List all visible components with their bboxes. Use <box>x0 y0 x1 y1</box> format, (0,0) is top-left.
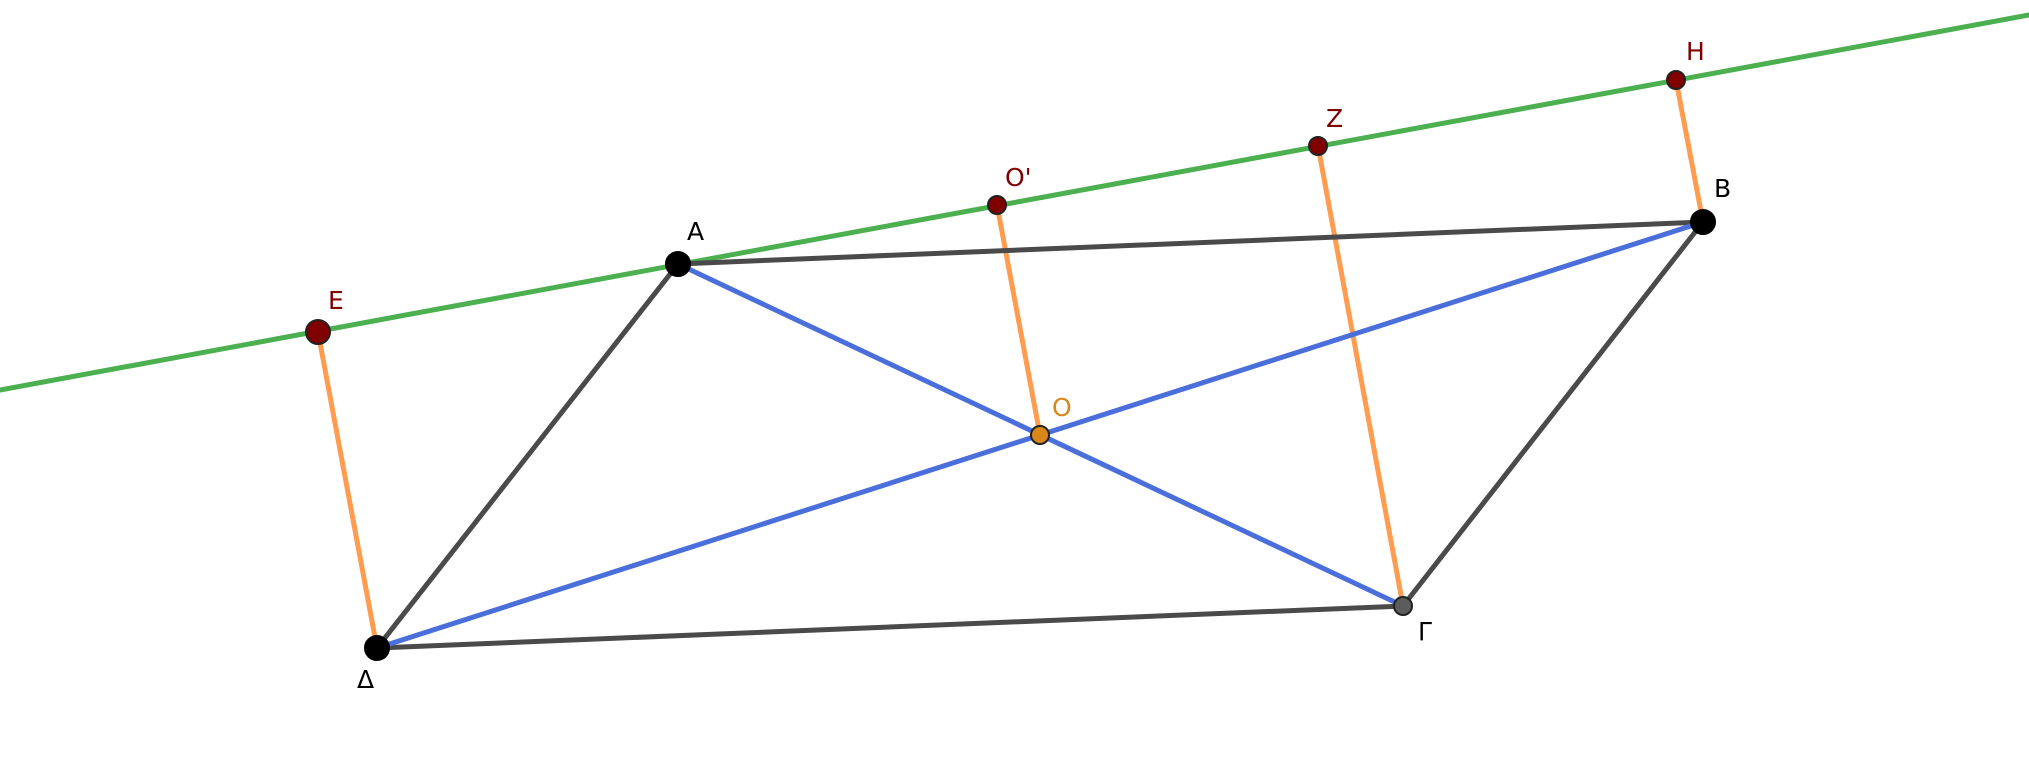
point-delta <box>364 635 390 661</box>
segment-gamma-z <box>1315 145 1406 607</box>
side-b-gamma <box>1401 220 1705 608</box>
label-e: E <box>328 286 344 315</box>
label-delta: Δ <box>357 665 374 694</box>
side-gamma-delta <box>376 603 1404 651</box>
point-gamma <box>1393 596 1413 616</box>
label-gamma: Γ <box>1418 617 1432 646</box>
point-b <box>1690 209 1716 235</box>
point-o <box>1030 425 1050 445</box>
side-a-b <box>677 219 1704 267</box>
label-h: H <box>1686 37 1705 66</box>
point-a <box>665 251 691 277</box>
point-e <box>305 319 331 345</box>
label-a: A <box>687 217 704 246</box>
segment-o-oprime <box>994 204 1043 436</box>
transversal-line <box>0 12 2029 393</box>
label-oprime: O' <box>1005 163 1032 192</box>
point-h <box>1666 70 1686 90</box>
point-oprime <box>987 195 1007 215</box>
label-z: Z <box>1326 104 1343 133</box>
label-b: B <box>1714 174 1731 203</box>
side-delta-a <box>375 262 680 650</box>
segment-delta-e <box>315 331 380 649</box>
point-z <box>1308 136 1328 156</box>
segment-b-h <box>1673 79 1706 223</box>
label-o: O <box>1052 393 1072 422</box>
